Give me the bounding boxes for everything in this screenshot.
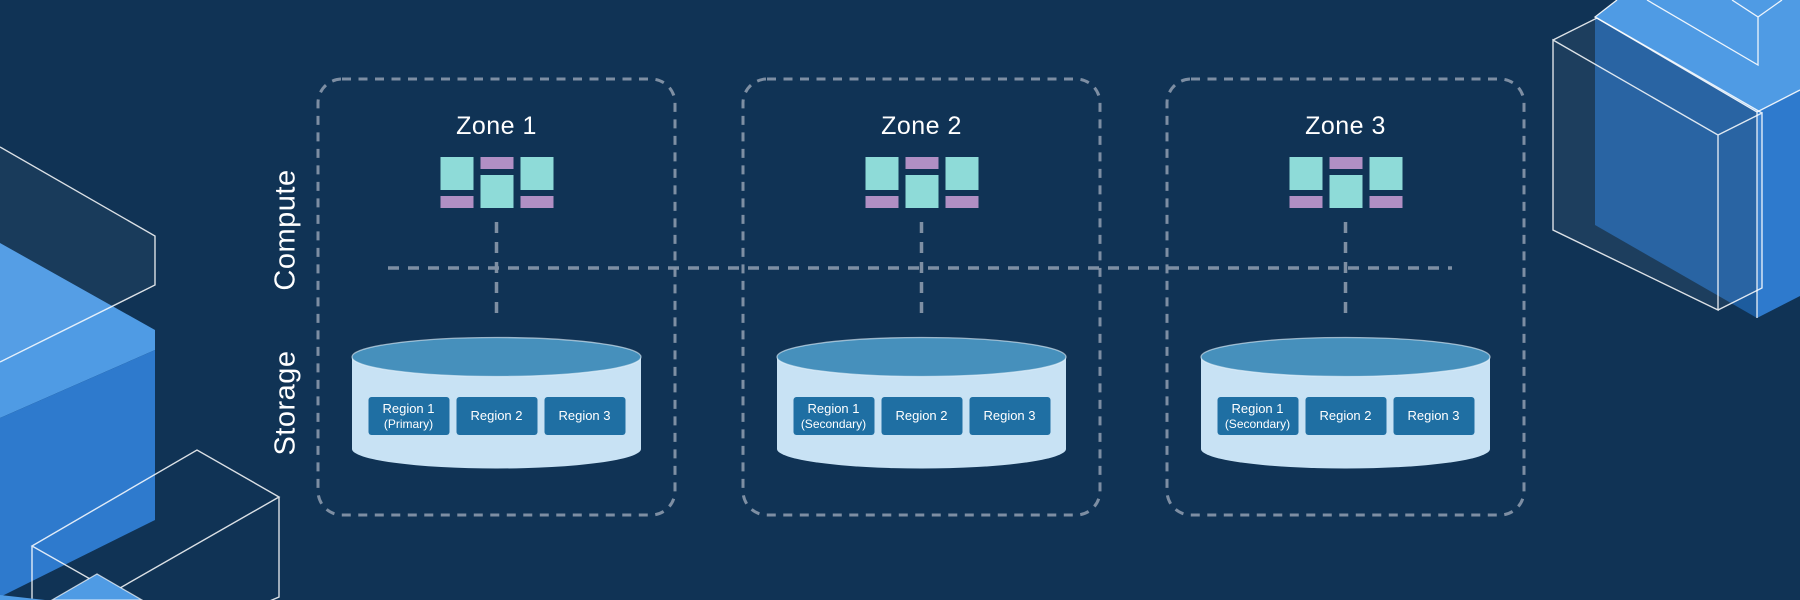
region-name: Region 3 [983, 408, 1036, 424]
compute-node-square-icon [440, 157, 473, 190]
compute-node-bar-icon [905, 157, 938, 169]
compute-column [945, 157, 978, 208]
compute-column [905, 157, 938, 208]
region-box: Region 2 [456, 397, 537, 435]
region-box: Region 1 (Secondary) [1217, 397, 1298, 435]
region-name: Region 3 [1407, 408, 1460, 424]
zone-title: Zone 1 [456, 112, 537, 140]
right-cube-shape [1593, 0, 1800, 318]
zone-title: Zone 2 [881, 112, 962, 140]
compute-column [1329, 157, 1362, 208]
compute-node-square-icon [520, 157, 553, 190]
compute-node-bar-icon [1289, 196, 1322, 208]
compute-node-square-icon [945, 157, 978, 190]
zone-title: Zone 3 [1305, 112, 1386, 140]
compute-node-square-icon [865, 157, 898, 190]
region-name: Region 1 [382, 401, 435, 417]
compute-column [865, 157, 898, 208]
compute-node-bar-icon [520, 196, 553, 208]
compute-node-square-icon [1289, 157, 1322, 190]
compute-node-square-icon [1369, 157, 1402, 190]
compute-node-bar-icon [480, 157, 513, 169]
region-box: Region 3 [1393, 397, 1474, 435]
compute-node-bar-icon [1329, 157, 1362, 169]
region-name: Region 3 [558, 408, 611, 424]
compute-cluster-icon [865, 157, 978, 208]
zone-2-border [741, 77, 1102, 517]
compute-node-bar-icon [440, 196, 473, 208]
compute-column [1369, 157, 1402, 208]
region-name: Region 1 [1231, 401, 1284, 417]
region-name: Region 2 [470, 408, 523, 424]
compute-column [520, 157, 553, 208]
compute-node-bar-icon [865, 196, 898, 208]
compute-node-square-icon [905, 175, 938, 208]
region-box: Region 2 [881, 397, 962, 435]
region-box: Region 1 (Secondary) [793, 397, 874, 435]
compute-cluster-icon [440, 157, 553, 208]
region-row: Region 1 (Secondary) Region 2 Region 3 [793, 397, 1050, 435]
compute-node-bar-icon [945, 196, 978, 208]
compute-node-square-icon [1329, 175, 1362, 208]
region-box: Region 1 (Primary) [368, 397, 449, 435]
compute-node-bar-icon [1369, 196, 1402, 208]
right-wireframe-box [1552, 17, 1763, 312]
region-qualifier: (Primary) [383, 416, 434, 431]
corner-cube-shape [0, 573, 144, 600]
region-row: Region 1 (Primary) Region 2 Region 3 [368, 397, 625, 435]
region-qualifier: (Secondary) [1224, 416, 1291, 431]
zone-3-border [1165, 77, 1526, 517]
compute-column [1289, 157, 1322, 208]
region-row: Region 1 (Secondary) Region 2 Region 3 [1217, 397, 1474, 435]
left-wireframe-box [0, 146, 156, 363]
region-qualifier: (Secondary) [800, 416, 867, 431]
left-bottom-wireframe-box [30, 449, 281, 600]
zone-1-border [316, 77, 677, 517]
left-cube-shape [0, 243, 155, 597]
region-box: Region 3 [544, 397, 625, 435]
compute-column [440, 157, 473, 208]
compute-cluster-icon [1289, 157, 1402, 208]
region-box: Region 3 [969, 397, 1050, 435]
storage-row-label: Storage [269, 350, 302, 456]
region-name: Region 1 [807, 401, 860, 417]
region-name: Region 2 [895, 408, 948, 424]
compute-node-square-icon [480, 175, 513, 208]
compute-column [480, 157, 513, 208]
compute-row-label: Compute [269, 169, 302, 291]
region-name: Region 2 [1319, 408, 1372, 424]
region-box: Region 2 [1305, 397, 1386, 435]
